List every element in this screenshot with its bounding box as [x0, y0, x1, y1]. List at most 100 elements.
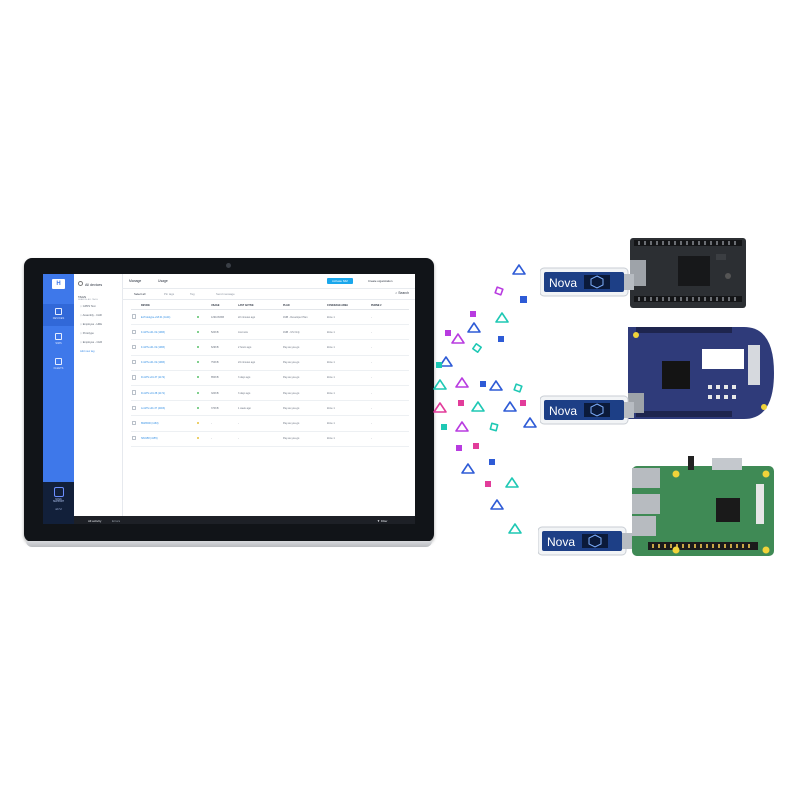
row-checkbox[interactable]	[132, 390, 137, 395]
nav-sims[interactable]: SIMS	[43, 329, 74, 351]
confetti-square	[445, 330, 451, 336]
sidebar-heading-label: All devices	[85, 283, 103, 287]
rail-footer-support[interactable]: SUPPORT	[52, 501, 65, 503]
column-header[interactable]: LAST ACTIVE	[237, 302, 282, 310]
sidebar-tag[interactable]: Employee - HRE	[80, 323, 102, 326]
checkbox-cell	[131, 385, 140, 402]
column-header[interactable]: DEVICE	[140, 302, 196, 310]
nova-icon	[53, 487, 64, 497]
nova-dongle: Nova	[540, 395, 634, 425]
green-board	[632, 456, 774, 556]
confetti-triangle	[505, 477, 519, 488]
confetti-square	[520, 400, 526, 406]
row-checkbox[interactable]	[132, 435, 137, 441]
row-checkbox[interactable]	[132, 344, 137, 350]
device-name[interactable]: A-GPS-v01.37 (4463)	[140, 400, 196, 417]
device-name[interactable]: F-GPS-v01.19 (1083)	[140, 339, 196, 356]
select-all-checkbox[interactable]: Select all	[134, 292, 146, 296]
send-message-button[interactable]: Send message	[216, 292, 235, 296]
tab-manage[interactable]: Manage	[129, 279, 142, 283]
tags-search[interactable]: SEARCH ALL TAGS	[78, 299, 98, 301]
nav-devices[interactable]: DEVICES	[43, 304, 74, 326]
sidebar-tag[interactable]: GPRS Test	[80, 305, 96, 308]
usage-cell: 1291083KB	[210, 309, 237, 326]
confetti-square	[472, 343, 482, 353]
device-name[interactable]: D-GPS-v01.37 (1172)	[140, 370, 196, 386]
plan-cell: Pay-as-you-go	[282, 339, 326, 356]
filter-button[interactable]: ▼ Filter	[377, 518, 388, 523]
row-checkbox[interactable]	[132, 359, 137, 365]
tab-usage[interactable]: Usage	[158, 279, 168, 283]
column-header[interactable]: PHONE #	[370, 302, 409, 310]
add-tag-link[interactable]: Add new tag	[80, 350, 95, 353]
confetti-square	[485, 481, 491, 487]
rail-footer: NOVA SUPPORT v2.7.2	[43, 482, 74, 524]
sidebar-heading[interactable]: All devices	[78, 281, 102, 287]
nova-label: Nova	[547, 535, 575, 549]
checkbox-cell	[131, 309, 140, 326]
status-dot	[197, 406, 199, 409]
row-checkbox[interactable]	[132, 314, 137, 319]
confetti-square	[520, 296, 527, 303]
usage-cell: 520KB	[210, 324, 237, 341]
coverage-cell: Zone 1	[326, 431, 370, 447]
activate-sim-button[interactable]: Activate SIM	[327, 278, 353, 284]
all-activity-tab[interactable]: All activity	[88, 518, 102, 523]
status-dot	[197, 421, 199, 424]
row-checkbox[interactable]	[132, 420, 137, 426]
filter-label: Filter	[380, 518, 388, 523]
column-header[interactable]: PLAN	[282, 302, 326, 310]
phone-cell: -	[370, 355, 409, 371]
column-header[interactable]: COVERAGE AREA	[326, 302, 370, 310]
column-header[interactable]: USAGE	[210, 302, 237, 310]
phone-cell: -	[370, 431, 409, 447]
confetti-triangle	[461, 463, 475, 474]
coverage-cell: Zone 1	[326, 400, 370, 417]
device-name[interactable]: 8916500 (1163)	[140, 415, 196, 432]
confetti-square	[489, 422, 499, 432]
plan-cell: 1MB - US Only	[282, 324, 326, 341]
confetti-triangle	[433, 402, 447, 413]
row-checkbox[interactable]	[132, 405, 137, 410]
device-name[interactable]: F-GPS-v01.19 (1083)	[140, 324, 196, 341]
device-name[interactable]: D-GPS-v01.38 (1171)	[140, 385, 196, 402]
confetti-square	[456, 445, 462, 451]
device-name[interactable]: SIM158 (4155)	[140, 431, 196, 447]
tag-button[interactable]: Tag	[190, 292, 195, 296]
rail-footer-nova[interactable]: NOVA	[55, 499, 62, 501]
row-checkbox[interactable]	[132, 329, 137, 334]
plan-cell: Pay-as-you-go	[282, 400, 326, 417]
last-active-cell: 22 minutes ago	[237, 309, 282, 326]
status-cell	[196, 370, 210, 386]
checkbox-cell	[131, 339, 140, 356]
device-name[interactable]: F-GPS-v01.19 (1083)	[140, 355, 196, 371]
create-organization-button[interactable]: Create organization	[368, 279, 393, 283]
header-checkbox[interactable]	[131, 302, 140, 310]
confetti-triangle	[471, 401, 485, 412]
device-name[interactable]: E-Prototype-v18.01 (1124)	[140, 309, 196, 326]
pin-tags-button[interactable]: Pin tags	[164, 292, 175, 296]
nova-label: Nova	[549, 404, 577, 418]
search-button[interactable]: ⌕ Search	[395, 291, 409, 295]
last-active-cell: 3 days ago	[237, 385, 282, 402]
errors-tab[interactable]: Errors	[112, 518, 121, 523]
sidebar-tag[interactable]: Employee - CHR	[80, 341, 102, 344]
usage-cell: 320KB	[210, 385, 237, 402]
coverage-cell: Zone 1	[326, 415, 370, 432]
nav-fleets[interactable]: FLEETS	[43, 354, 74, 376]
sidebar-tag[interactable]: Prototype	[80, 332, 94, 335]
confetti-triangle	[523, 417, 537, 428]
phone-cell: -	[370, 309, 409, 326]
row-checkbox[interactable]	[132, 375, 137, 380]
sidebar-tag[interactable]: Assembly - CHR	[80, 314, 102, 317]
